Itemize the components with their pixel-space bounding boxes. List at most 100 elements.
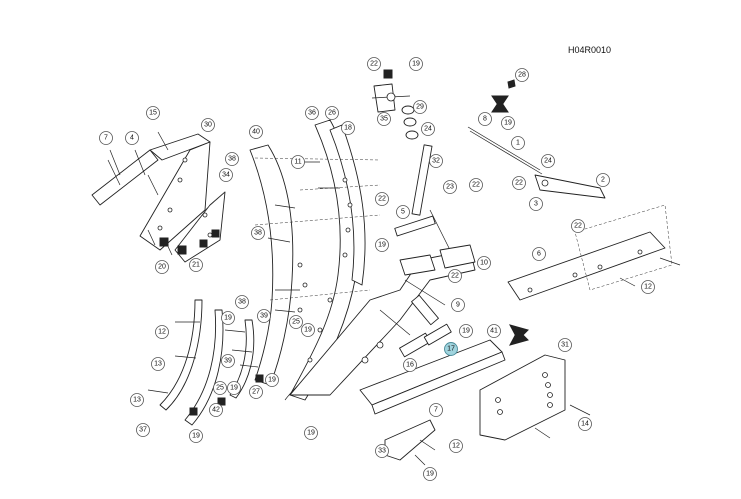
callout-circle (304, 426, 318, 440)
callout-circle (201, 118, 215, 132)
callout-number: 17 (447, 346, 455, 353)
callout-32: 32 (429, 154, 443, 168)
callout-circle (375, 444, 389, 458)
tine-part-37 (159, 299, 203, 411)
callout-number: 7 (434, 407, 438, 414)
callout-circle (257, 309, 271, 323)
callout-number: 32 (432, 158, 440, 165)
callout-14: 14 (578, 417, 592, 431)
callout-number: 19 (426, 471, 434, 478)
callout-19: 19 (227, 381, 241, 395)
callout-19: 19 (189, 429, 203, 443)
callout-circle (532, 247, 546, 261)
callout-12: 12 (641, 280, 655, 294)
callout-circle (459, 324, 473, 338)
callout-circle (515, 68, 529, 82)
lower-tines-assembly (147, 299, 264, 426)
callout-circle (487, 324, 501, 338)
callout-number: 42 (212, 407, 220, 414)
callout-circle (99, 131, 113, 145)
callout-number: 34 (222, 172, 230, 179)
callout-10: 10 (477, 256, 491, 270)
callout-circle (136, 423, 150, 437)
callout-circle (421, 122, 435, 136)
callout-number: 5 (401, 209, 405, 216)
callout-number: 19 (192, 433, 200, 440)
callout-circle (251, 226, 265, 240)
callout-9: 9 (451, 298, 465, 312)
callout-circle (396, 205, 410, 219)
callout-circle (512, 176, 526, 190)
callout-circle (227, 381, 241, 395)
flat-plate-part-4 (91, 149, 159, 206)
callout-number: 6 (537, 251, 541, 258)
callout-circle (641, 280, 655, 294)
callout-13: 13 (151, 357, 165, 371)
callout-number: 1 (516, 140, 520, 147)
left-bracket-assembly (91, 131, 226, 263)
callout-number: 24 (544, 158, 552, 165)
callout-circle (130, 393, 144, 407)
callout-4: 4 (125, 131, 139, 145)
callout-number: 39 (224, 358, 232, 365)
callout-circle (409, 57, 423, 71)
callout-30: 30 (201, 118, 215, 132)
callout-circle (291, 155, 305, 169)
bolt-part-9 (411, 294, 439, 326)
sleeve-part-17 (423, 323, 452, 346)
callout-circle (213, 381, 227, 395)
callout-circle (249, 125, 263, 139)
callout-circle (429, 154, 443, 168)
callout-7: 7 (99, 131, 113, 145)
callout-circle (301, 323, 315, 337)
callout-circle (289, 315, 303, 329)
callout-circle (377, 112, 391, 126)
callout-19: 19 (375, 238, 389, 252)
callout-19: 19 (301, 323, 315, 337)
callout-circle (443, 180, 457, 194)
link-part-2 (534, 174, 606, 199)
callout-circle (219, 168, 233, 182)
callout-circle (265, 373, 279, 387)
callout-number: 40 (252, 129, 260, 136)
callout-number: 36 (308, 110, 316, 117)
callout-22: 22 (448, 269, 462, 283)
callout-number: 15 (149, 110, 157, 117)
callout-circle (209, 403, 223, 417)
callout-29: 29 (413, 100, 427, 114)
callout-number: 20 (158, 264, 166, 271)
callout-number: 37 (139, 427, 147, 434)
callout-circle (325, 106, 339, 120)
callout-number: 38 (254, 230, 262, 237)
callout-40: 40 (249, 125, 263, 139)
callout-number: 3 (534, 201, 538, 208)
callout-circle (511, 136, 525, 150)
plate-part-30 (139, 141, 211, 251)
callout-38: 38 (251, 226, 265, 240)
callout-circle (444, 342, 458, 356)
callout-34: 34 (219, 168, 233, 182)
callout-38: 38 (225, 152, 239, 166)
callout-19: 19 (265, 373, 279, 387)
callout-number: 19 (268, 377, 276, 384)
callout-16: 16 (403, 358, 417, 372)
callout-11: 11 (291, 155, 305, 169)
callout-number: 19 (412, 61, 420, 68)
callout-number: 26 (328, 110, 336, 117)
callout-25: 25 (213, 381, 227, 395)
right-plates-assembly (359, 204, 681, 466)
callout-circle (235, 295, 249, 309)
callout-circle (367, 57, 381, 71)
callout-circle (429, 403, 443, 417)
callout-22: 22 (571, 219, 585, 233)
callout-number: 16 (406, 362, 414, 369)
callout-number: 4 (130, 135, 134, 142)
callout-circle (151, 357, 165, 371)
callout-number: 22 (451, 273, 459, 280)
callout-27: 27 (249, 385, 263, 399)
callout-circle (146, 106, 160, 120)
callout-circle (249, 385, 263, 399)
callout-number: 22 (472, 182, 480, 189)
callout-circle (413, 100, 427, 114)
drawing-reference-code: H04R0010 (568, 45, 611, 55)
